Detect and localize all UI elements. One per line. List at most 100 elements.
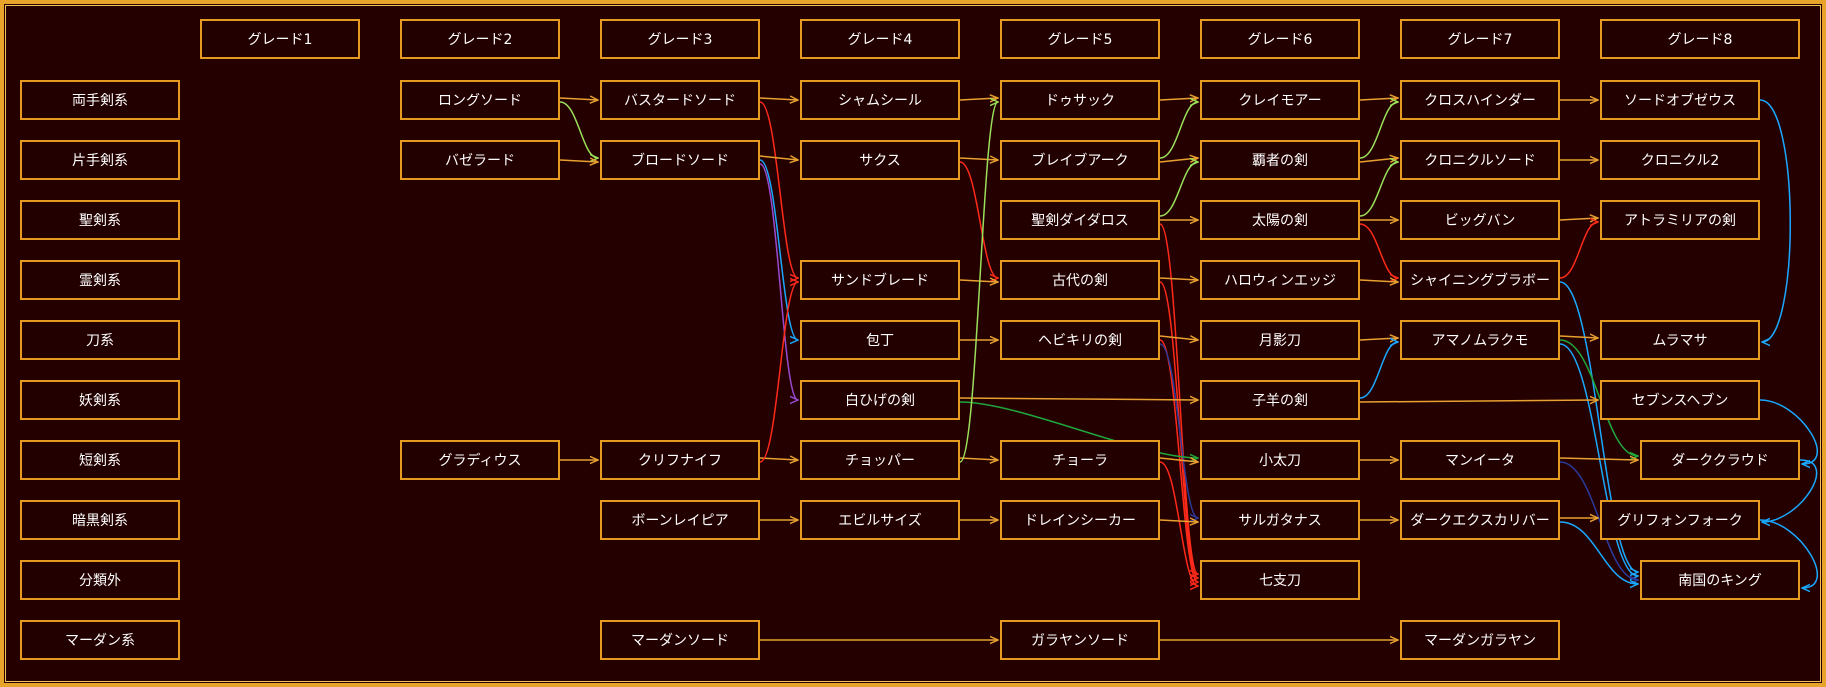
weapon-longsword-label: ロングソード [438, 93, 522, 109]
edge-sandblade-to-kodai [959, 280, 998, 282]
edge-kurifu-to-chopper [759, 458, 798, 460]
grade-header-3-label: グレード3 [647, 32, 713, 48]
weapon-nangoku: 南国のキング [1640, 560, 1800, 600]
edge-dussack-to-claymore [1159, 98, 1198, 100]
weapon-gladius-label: グラディウス [438, 453, 522, 469]
edge-maneater-to-darkcloud [1559, 458, 1638, 460]
edge-gryphonfork-to-nangoku [1759, 519, 1818, 588]
grade-header-4: グレード4 [800, 19, 960, 59]
weapon-kurifu-label: クリフナイフ [638, 453, 722, 469]
weapon-evilscythe-label: エビルサイズ [838, 513, 922, 529]
edge-shining-to-atoramiria [1559, 222, 1598, 279]
weapon-tsukikage: 月影刀 [1200, 320, 1360, 360]
weapon-sargatanas-label: サルガタナス [1238, 513, 1322, 529]
weapon-claymore-label: クレイモアー [1238, 93, 1322, 109]
weapon-darkcloud: ダーククラウド [1640, 440, 1800, 480]
weapon-sax-label: サクス [859, 153, 901, 169]
grade-header-4-label: グレード4 [847, 32, 913, 48]
edge-zeus-to-muramasa [1759, 99, 1791, 342]
weapon-garayansword-label: ガラヤンソード [1031, 633, 1129, 649]
grade-header-2-label: グレード2 [447, 32, 513, 48]
edge-bravearc-to-claymore [1159, 102, 1198, 159]
edge-daedalus-to-hasha [1159, 162, 1198, 217]
weapon-bravearc-label: ブレイブアーク [1031, 153, 1129, 169]
weapon-crosshinder: クロスハインダー [1400, 80, 1560, 120]
weapon-chroniclesword: クロニクルソード [1400, 140, 1560, 180]
weapon-tsukikage-label: 月影刀 [1259, 333, 1301, 349]
weapon-shining: シャイニングブラボー [1400, 260, 1560, 300]
category-7: 短剣系 [20, 440, 180, 480]
weapon-baselard-label: バゼラード [445, 153, 515, 169]
edge-kodai-to-halloween [1159, 278, 1198, 280]
weapon-crosshinder-label: クロスハインダー [1424, 93, 1536, 109]
weapon-kohitsuji: 子羊の剣 [1200, 380, 1360, 420]
weapon-halloween: ハロウィンエッジ [1200, 260, 1360, 300]
category-3-label: 聖剣系 [79, 213, 121, 229]
weapon-bastard-label: バスタードソード [624, 93, 736, 109]
edge-hasha-to-chroniclesword [1359, 158, 1398, 162]
weapon-bonerapier: ボーンレイピア [600, 500, 760, 540]
category-3: 聖剣系 [20, 200, 180, 240]
weapon-taiyou: 太陽の剣 [1200, 200, 1360, 240]
edge-hasha-to-crosshinder [1359, 102, 1398, 159]
weapon-zeus: ソードオブゼウス [1600, 80, 1760, 120]
edge-chopper-to-chora [959, 458, 998, 460]
weapon-amanomurakumo-label: アマノムラクモ [1431, 333, 1529, 349]
edge-chora-to-kodachi [1159, 458, 1198, 462]
grade-header-5-label: グレード5 [1047, 32, 1113, 48]
weapon-chora-label: チョーラ [1052, 453, 1108, 469]
category-5-label: 刀系 [86, 333, 114, 349]
edge-shamshir-to-dussack [959, 98, 998, 100]
weapon-bigbang: ビッグバン [1400, 200, 1560, 240]
edge-bastard-to-shamshir [759, 98, 798, 100]
category-4: 霊剣系 [20, 260, 180, 300]
edge-shining-to-nangoku [1559, 281, 1638, 572]
weapon-claymore: クレイモアー [1200, 80, 1360, 120]
weapon-bravearc: ブレイブアーク [1000, 140, 1160, 180]
weapon-chronicle2-label: クロニクル2 [1640, 153, 1720, 169]
weapon-dussack-label: ドゥサック [1045, 93, 1115, 109]
grade-header-3: グレード3 [600, 19, 760, 59]
grade-header-1-label: グレード1 [247, 32, 313, 48]
weapon-sargatanas: サルガタナス [1200, 500, 1360, 540]
edge-halloween-to-shining [1359, 280, 1398, 282]
weapon-hasha-label: 覇者の剣 [1252, 153, 1308, 169]
weapon-houchou-label: 包丁 [866, 333, 894, 349]
edge-bastard-to-sandblade [759, 101, 798, 278]
weapon-chronicle2: クロニクル2 [1600, 140, 1760, 180]
edge-shirohige-to-kohitsuji [959, 398, 1198, 400]
weapon-shirohige: 白ひげの剣 [800, 380, 960, 420]
weapon-shirohige-label: 白ひげの剣 [845, 393, 915, 409]
edge-amanomurakumo-to-nangoku [1559, 343, 1638, 576]
category-10-label: マーダン系 [65, 633, 135, 649]
edge-claymore-to-crosshinder [1359, 98, 1398, 100]
grade-header-1: グレード1 [200, 19, 360, 59]
edge-broad-to-sax [759, 156, 798, 160]
weapon-mardangarayan: マーダンガラヤン [1400, 620, 1560, 660]
weapon-shining-label: シャイニングブラボー [1410, 273, 1550, 289]
edge-sevens-to-darkcloud [1759, 399, 1818, 464]
weapon-mardansword-label: マーダンソード [631, 633, 729, 649]
grade-header-6-label: グレード6 [1247, 32, 1313, 48]
edge-taiyou-to-chroniclesword [1359, 162, 1398, 217]
weapon-hebikiri-label: ヘビキリの剣 [1038, 333, 1122, 349]
edge-daedalus-to-shichishitou [1159, 223, 1198, 574]
edge-darkcloud-to-gryphonfork [1762, 459, 1818, 522]
weapon-muramasa: ムラマサ [1600, 320, 1760, 360]
weapon-shichishitou: 七支刀 [1200, 560, 1360, 600]
edge-hebikiri-to-sargatanas [1159, 343, 1198, 518]
edge-broad-to-shirohige [759, 163, 798, 400]
weapon-daedalus: 聖剣ダイダロス [1000, 200, 1160, 240]
weapon-atoramiria-label: アトラミリアの剣 [1624, 213, 1736, 229]
edge-longsword-to-bastard [559, 98, 598, 100]
weapon-bonerapier-label: ボーンレイピア [631, 513, 729, 529]
weapon-kohitsuji-label: 子羊の剣 [1252, 393, 1308, 409]
weapon-hasha: 覇者の剣 [1200, 140, 1360, 180]
category-8-label: 暗黒剣系 [72, 513, 128, 529]
weapon-shamshir: シャムシール [800, 80, 960, 120]
weapon-maneater: マンイータ [1400, 440, 1560, 480]
category-6: 妖剣系 [20, 380, 180, 420]
edge-amanomurakumo-to-muramasa [1559, 336, 1598, 338]
weapon-dussack: ドゥサック [1000, 80, 1160, 120]
edge-tsukikage-to-amanomurakumo [1359, 338, 1398, 340]
